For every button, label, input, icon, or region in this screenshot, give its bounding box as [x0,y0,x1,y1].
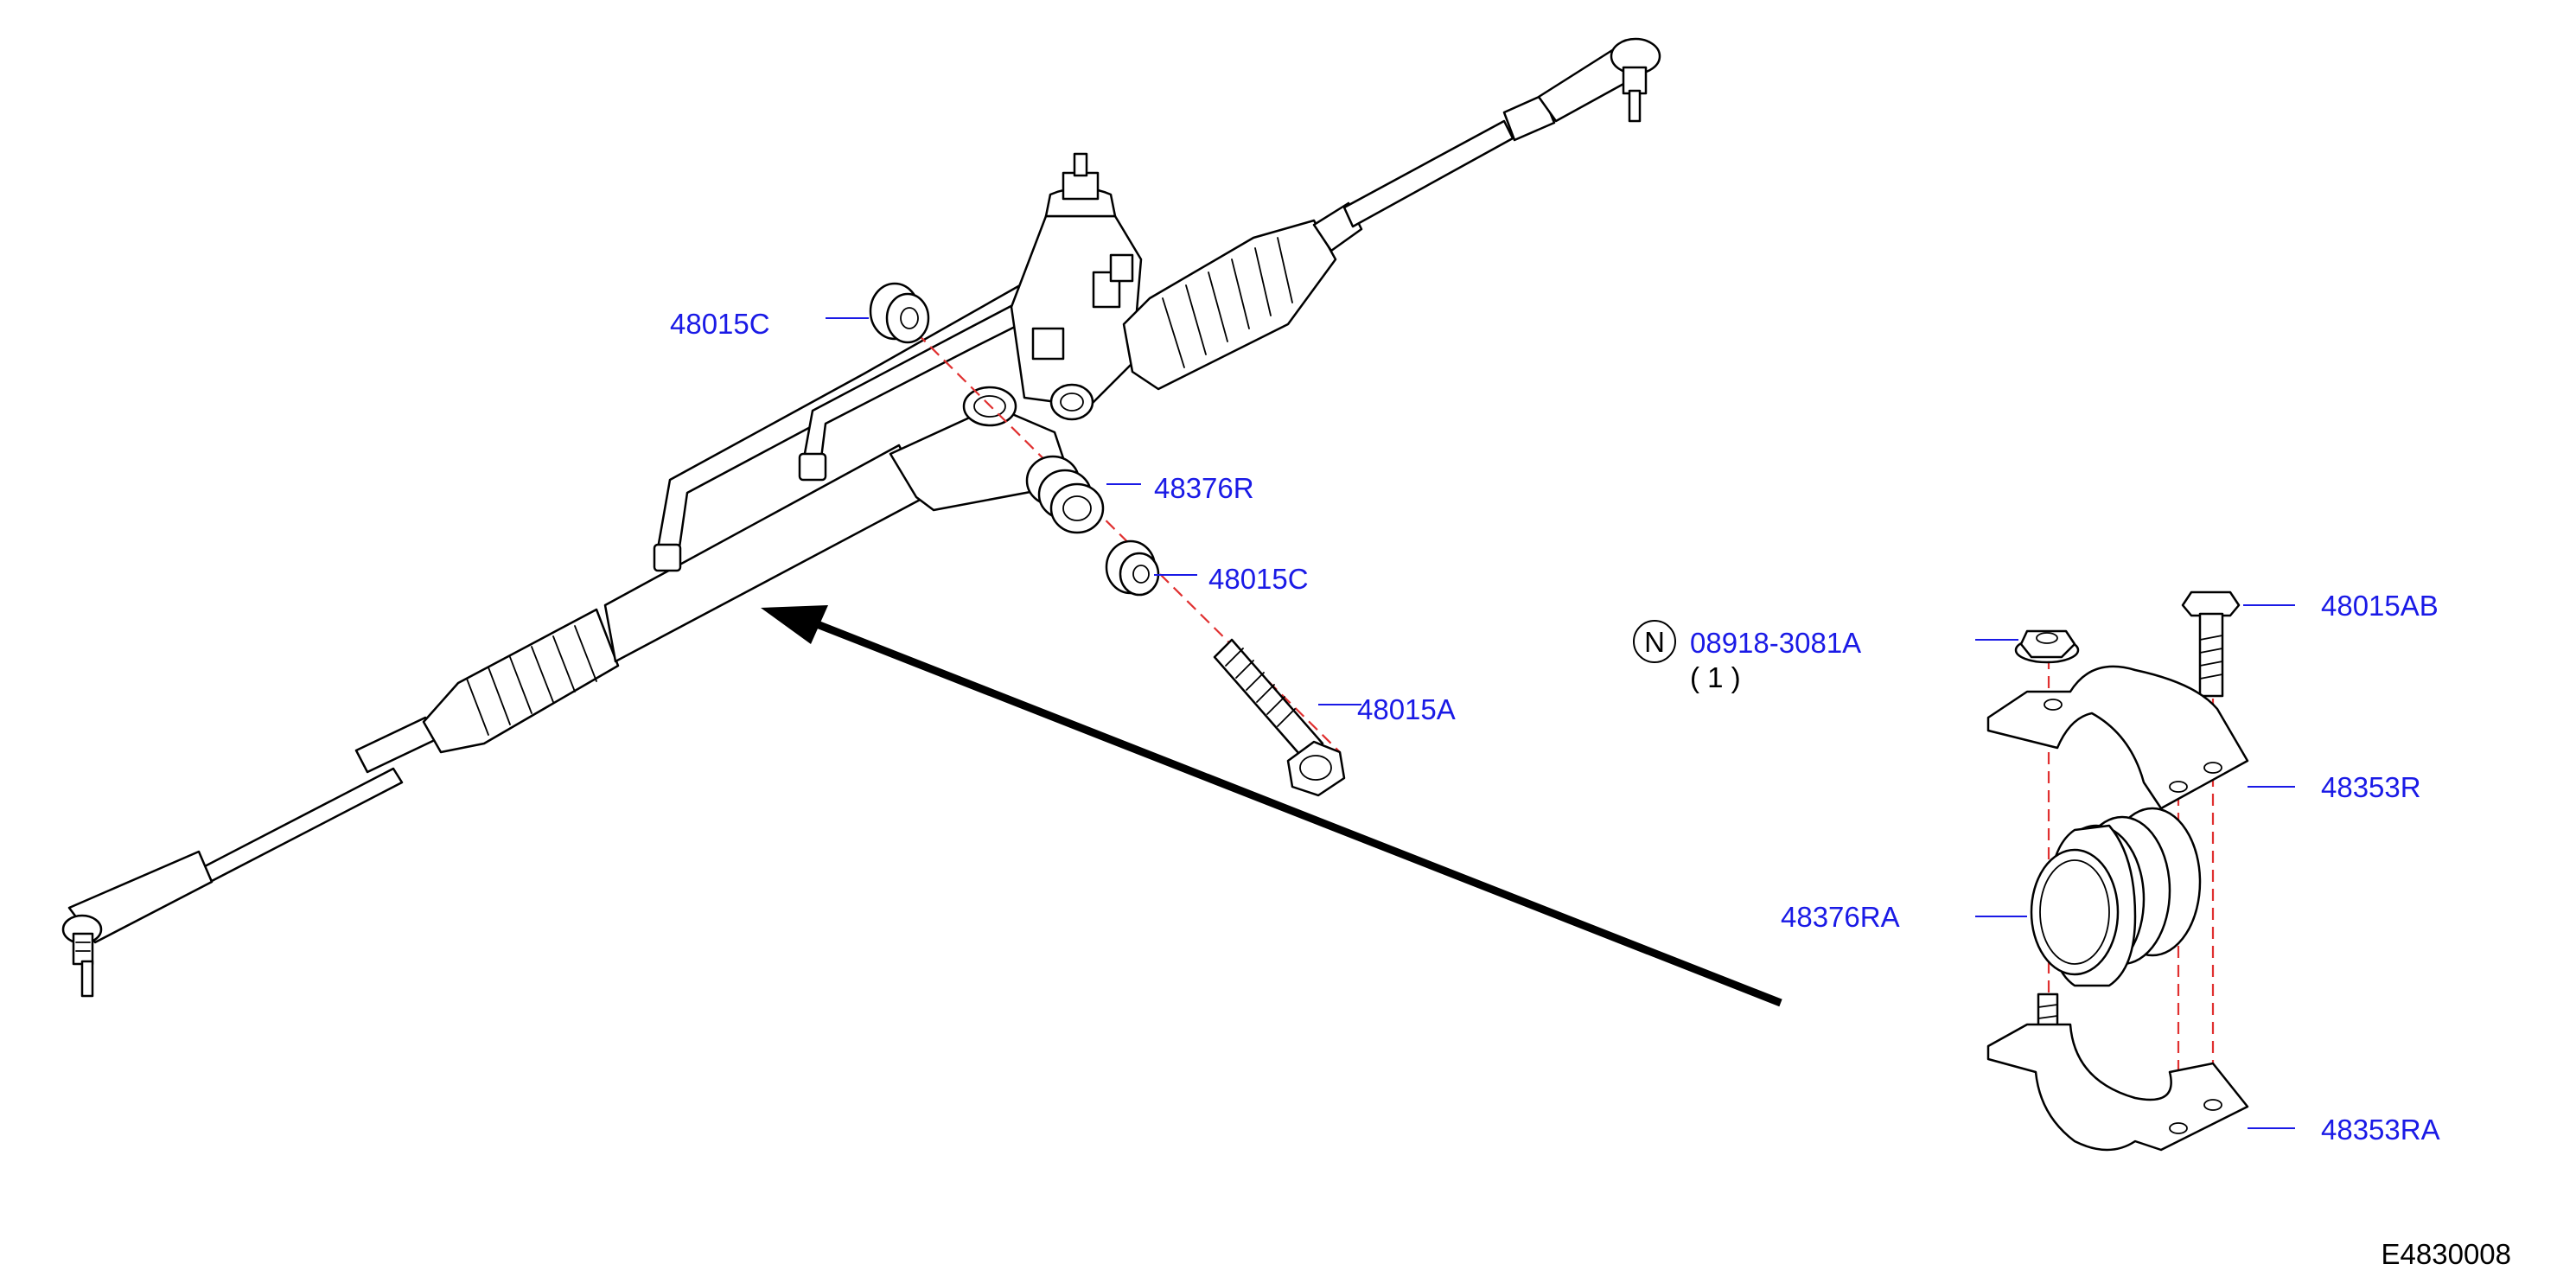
callout-48353R[interactable]: 48353R [2321,771,2421,803]
clamp-lower-48353RA [1986,1023,2249,1152]
callout-48015C-top[interactable]: 48015C [670,308,770,340]
direction-arrow [761,605,1782,1007]
insulator-48015C-mid [1105,539,1160,597]
callout-48353RA[interactable]: 48353RA [2321,1114,2440,1146]
callout-48015C-mid[interactable]: 48015C [1208,563,1309,595]
pinion-housing [962,152,1143,427]
callout-08918-quantity: ( 1 ) [1690,661,1741,693]
new-part-marker-letter: N [1644,626,1665,658]
callout-labels: 48015C 48376R 48015C 48015A N 08918-3081… [670,308,2440,1146]
left-tie-rod [61,716,438,998]
left-boot [422,608,620,754]
new-part-marker [1633,620,1676,663]
leader-lines [826,317,2295,1129]
right-boot [1122,219,1337,391]
clamp-detail [1986,590,2249,1152]
rack-mount-parts [869,282,1346,797]
callout-48015A[interactable]: 48015A [1357,693,1456,725]
bolt-48015AB [2181,590,2241,698]
bushing-48376R [1025,455,1105,534]
clamp-upper-48353R [1986,665,2249,810]
steering-rack-assembly [61,37,1661,998]
callout-48376RA[interactable]: 48376RA [1781,901,1900,933]
callout-48376R[interactable]: 48376R [1154,472,1254,504]
nut-08918-3081A [2014,629,2080,664]
insulator-48015C-top [869,282,930,344]
right-tie-rod [1312,37,1661,252]
figure-code: E4830008 [2382,1238,2511,1270]
bushing-48376RA [2030,807,2202,987]
callout-08918-3081A[interactable]: 08918-3081A [1690,627,1861,659]
bolt-48015A [1213,638,1346,797]
callout-48015AB[interactable]: 48015AB [2321,590,2439,622]
